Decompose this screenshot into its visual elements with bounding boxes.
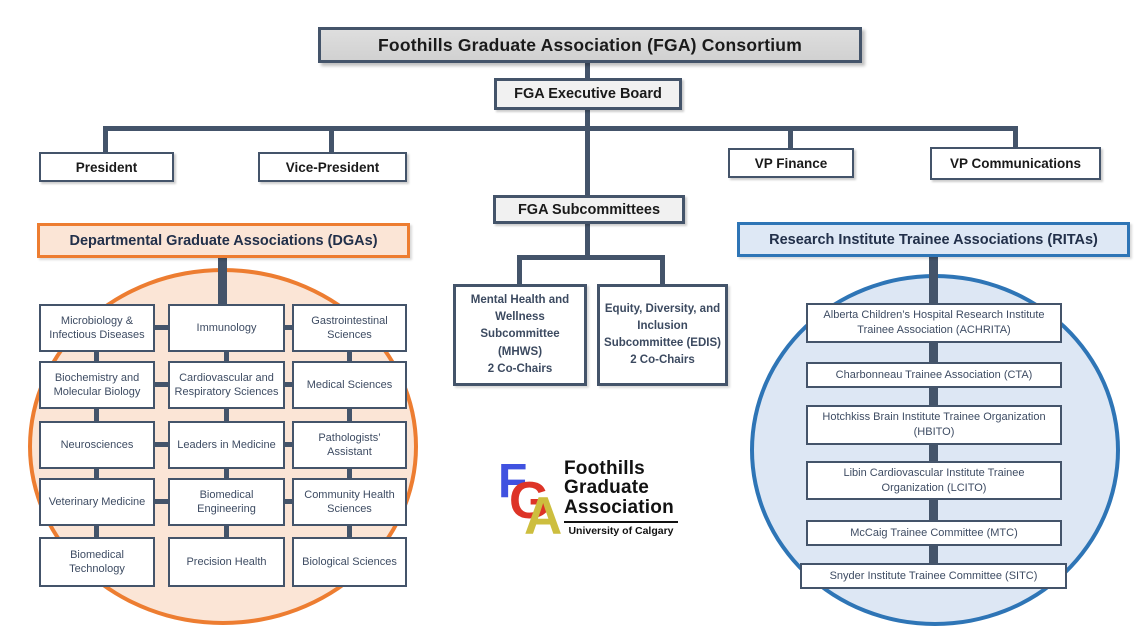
dga-item-box: Pathologists’ Assistant [292,421,407,469]
logo-divider [564,521,678,524]
rita-item-box: McCaig Trainee Committee (MTC) [806,520,1062,546]
logo-name-line: Association [564,496,674,518]
dga-item-box: Neurosciences [39,421,155,469]
dga-item-label: Biomedical Engineering [197,488,256,515]
dga-item-box: Microbiology & Infectious Diseases [39,304,155,352]
rita-item-box: Charbonneau Trainee Association (CTA) [806,362,1062,388]
rita-item-box: Snyder Institute Trainee Committee (SITC… [800,563,1067,589]
dga-item-label: Neurosciences [60,438,134,451]
connector-subcommittees-split [585,222,590,260]
dga-item-label: Biochemistry and Molecular Biology [53,371,141,398]
vice-president-label: Vice-President [285,159,380,175]
rita-item-label: McCaig Trainee Committee (MTC) [850,526,1018,539]
logo-name-line: Graduate [564,477,650,499]
mhws-chairs: 2 Co-Chairs [487,362,553,375]
rita-item-label: Charbonneau Trainee Association (CTA) [835,368,1033,381]
edis-box: Equity, Diversity, and Inclusion Subcomm… [597,284,728,386]
fga-logo-letter-f: F [498,455,528,508]
rita-item-box: Alberta Children’s Hospital Research Ins… [806,303,1062,343]
connector-main-bus [103,126,1018,131]
connector-drop-president [103,126,108,153]
executive-board-box: FGA Executive Board [494,78,682,110]
connector-drop-subcommittees [585,126,590,196]
connector-drop-vice-president [329,126,334,153]
rita-header-label: Research Institute Trainee Associations … [769,231,1098,248]
dga-item-label: Community Health Sciences [304,488,395,515]
connector-drop-vp-finance [788,126,793,149]
dga-item-label: Microbiology & Infectious Diseases [49,314,145,341]
consortium-title: Foothills Graduate Association (FGA) Con… [378,34,802,55]
president-box: President [39,152,174,182]
subcommittees-box: FGA Subcommittees [493,195,685,224]
connector-drop-edis [660,255,665,286]
rita-item-box: Libin Cardiovascular Institute Trainee O… [806,461,1062,500]
president-label: President [75,159,138,175]
dga-item-label: Veterinary Medicine [48,495,146,508]
fga-logo-wordmark: Foothills Graduate Association Universit… [564,459,680,537]
connector-dga-trunk [218,255,227,315]
executive-board-label: FGA Executive Board [514,86,662,102]
dga-item-label: Pathologists’ Assistant [318,431,381,458]
dga-item-box: Biochemistry and Molecular Biology [39,361,155,409]
fga-logo-letter-a: A [524,487,563,546]
logo-name-line: Foothills [564,458,645,479]
vice-president-box: Vice-President [258,152,407,182]
rita-item-label: Hotchkiss Brain Institute Trainee Organi… [822,411,1046,438]
rita-item-label: Snyder Institute Trainee Committee (SITC… [829,569,1038,582]
vp-communications-box: VP Communications [930,147,1101,180]
vp-finance-label: VP Finance [754,155,828,171]
edis-chairs: 2 Co-Chairs [630,354,695,367]
rita-item-label: Alberta Children’s Hospital Research Ins… [823,309,1045,336]
dga-header-label: Departmental Graduate Associations (DGAs… [69,232,378,249]
dga-item-label: Cardiovascular and Respiratory Sciences [174,371,279,398]
dga-item-box: Community Health Sciences [292,478,407,526]
rita-item-box: Hotchkiss Brain Institute Trainee Organi… [806,405,1062,445]
rita-header-box: Research Institute Trainee Associations … [737,222,1130,257]
dga-item-box: Precision Health [168,537,285,587]
dga-item-label: Biological Sciences [302,555,397,568]
dga-header-box: Departmental Graduate Associations (DGAs… [37,223,410,258]
connector-exec-bus [585,108,590,131]
dga-item-box: Gastrointestinal Sciences [292,304,407,352]
logo-tagline: University of Calgary [568,525,674,538]
vp-communications-label: VP Communications [949,156,1082,171]
subcommittees-label: FGA Subcommittees [517,201,661,218]
fga-logo-letter-g: G [509,472,550,530]
dga-item-box: Leaders in Medicine [168,421,285,469]
connector-drop-vp-communications [1013,126,1018,148]
dga-item-label: Immunology [196,321,257,334]
rita-item-label: Libin Cardiovascular Institute Trainee O… [843,466,1025,494]
vp-finance-box: VP Finance [728,148,854,178]
dga-item-box: Biological Sciences [292,537,407,587]
connector-title-exec [585,61,590,79]
edis-name: Equity, Diversity, and Inclusion Subcomm… [604,302,721,350]
dga-item-box: Veterinary Medicine [39,478,155,526]
dga-item-label: Gastrointestinal Sciences [311,314,388,341]
dga-item-label: Leaders in Medicine [177,438,276,451]
connector-split-bus [517,255,665,260]
consortium-title-box: Foothills Graduate Association (FGA) Con… [318,27,862,63]
mhws-box: Mental Health and Wellness Subcommittee … [453,284,587,386]
connector-drop-mhws [517,255,522,286]
dga-item-box: Biomedical Technology [39,537,155,587]
dga-item-label: Precision Health [186,555,267,568]
dga-item-box: Immunology [168,304,285,352]
dga-item-box: Cardiovascular and Respiratory Sciences [168,361,285,409]
dga-item-label: Biomedical Technology [69,548,125,575]
mhws-name: Mental Health and Wellness Subcommittee … [470,293,570,358]
dga-item-box: Biomedical Engineering [168,478,285,526]
dga-item-box: Medical Sciences [292,361,407,409]
dga-item-label: Medical Sciences [306,378,393,391]
